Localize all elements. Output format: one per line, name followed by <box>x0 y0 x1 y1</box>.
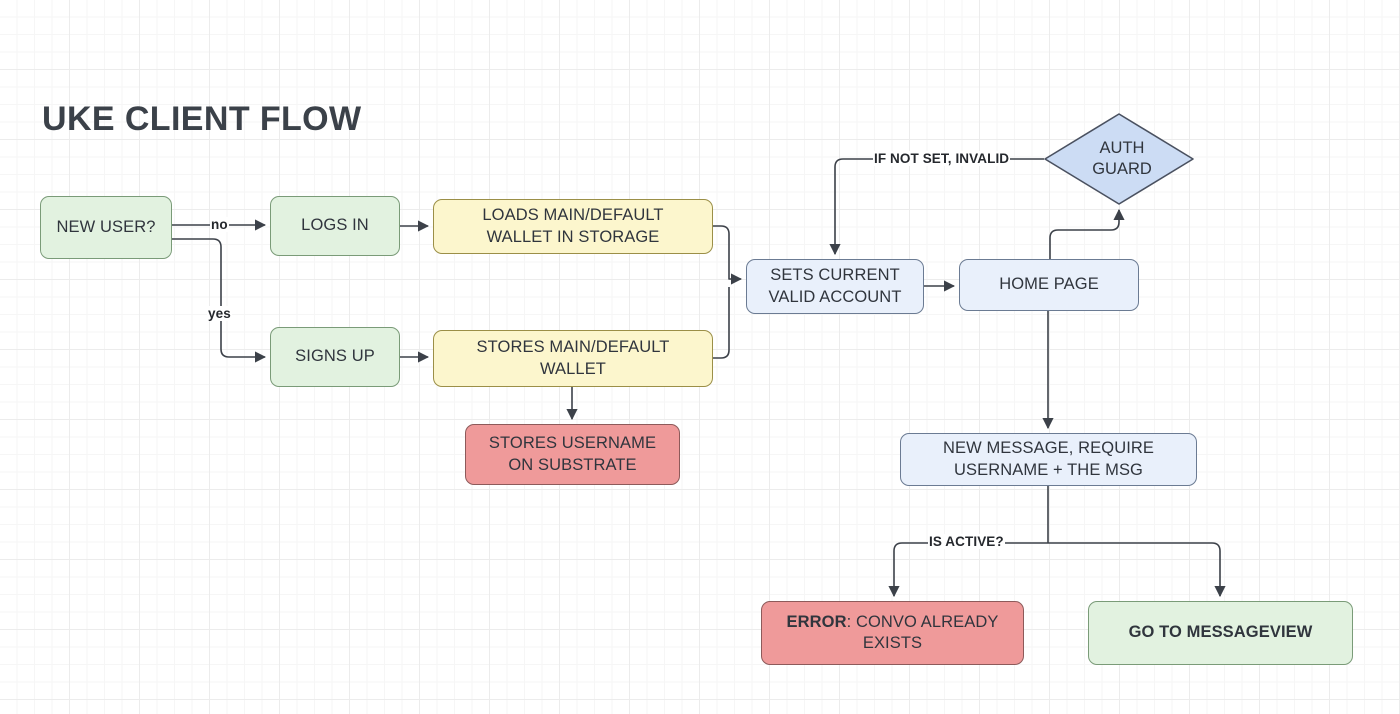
node-stores-username-line1: STORES USERNAME <box>488 434 657 453</box>
edge-label-if-not-set-invalid: IF NOT SET, INVALID <box>873 151 1011 166</box>
node-logs-in-label: LOGS IN <box>301 216 369 235</box>
node-auth-guard[interactable]: AUTH GUARD <box>1044 113 1194 205</box>
node-auth-guard-line1: AUTH <box>1099 138 1145 157</box>
diamond-shape-icon <box>1044 113 1194 205</box>
edge-loads-wallet-to-sets-account <box>713 225 743 285</box>
node-new-message-line2: USERNAME + THE MSG <box>954 460 1143 479</box>
edge-new-message-to-messageview <box>1048 542 1226 598</box>
node-signs-up-label: SIGNS UP <box>295 347 375 366</box>
edge-new-user-to-signs-up <box>172 238 267 363</box>
node-auth-guard-label: AUTH GUARD <box>1044 113 1194 205</box>
node-new-user[interactable]: NEW USER? <box>40 196 172 259</box>
node-sets-account-label: SETS CURRENT VALID ACCOUNT <box>755 265 915 307</box>
page-title: UKE CLIENT FLOW <box>42 100 362 138</box>
edge-label-no: no <box>210 217 229 232</box>
node-stores-wallet[interactable]: STORES MAIN/DEFAULT WALLET <box>433 330 713 387</box>
edge-label-is-active: IS ACTIVE? <box>928 534 1005 549</box>
edge-home-page-to-auth-guard <box>1049 208 1125 259</box>
node-error-rest: : CONVO ALREADY <box>846 612 999 631</box>
node-loads-wallet-line2: WALLET IN STORAGE <box>486 227 660 246</box>
edge-label-yes: yes <box>207 306 232 321</box>
node-stores-wallet-line2: WALLET <box>539 359 606 378</box>
node-error-strong: ERROR <box>786 612 847 631</box>
node-go-messageview-label: GO TO MESSAGEVIEW <box>1128 623 1313 642</box>
node-stores-wallet-line1: STORES MAIN/DEFAULT <box>476 338 670 357</box>
node-error-convo[interactable]: ERROR: CONVO ALREADY EXISTS <box>761 601 1024 665</box>
node-home-page-label: HOME PAGE <box>999 275 1099 294</box>
node-stores-wallet-label: STORES MAIN/DEFAULT WALLET <box>442 337 704 379</box>
node-stores-username[interactable]: STORES USERNAME ON SUBSTRATE <box>465 424 680 485</box>
edge-auth-guard-to-sets-account <box>829 158 1044 256</box>
node-new-message[interactable]: NEW MESSAGE, REQUIRE USERNAME + THE MSG <box>900 433 1197 486</box>
node-loads-wallet[interactable]: LOADS MAIN/DEFAULT WALLET IN STORAGE <box>433 199 713 254</box>
node-loads-wallet-line1: LOADS MAIN/DEFAULT <box>482 206 664 225</box>
node-new-user-label: NEW USER? <box>56 217 156 236</box>
node-sets-account-line1: SETS CURRENT <box>770 266 900 285</box>
node-loads-wallet-label: LOADS MAIN/DEFAULT WALLET IN STORAGE <box>442 205 704 247</box>
node-auth-guard-line2: GUARD <box>1092 160 1152 178</box>
edge-new-message-to-error <box>888 542 1048 598</box>
node-logs-in[interactable]: LOGS IN <box>270 196 400 256</box>
node-sets-account[interactable]: SETS CURRENT VALID ACCOUNT <box>746 259 924 314</box>
node-go-messageview[interactable]: GO TO MESSAGEVIEW <box>1088 601 1353 665</box>
node-new-message-label: NEW MESSAGE, REQUIRE USERNAME + THE MSG <box>909 438 1188 480</box>
node-error-convo-label: ERROR: CONVO ALREADY EXISTS <box>770 612 1015 654</box>
node-sets-account-line2: VALID ACCOUNT <box>768 287 902 306</box>
edge-stores-wallet-to-sets-account <box>713 287 730 359</box>
node-stores-username-label: STORES USERNAME ON SUBSTRATE <box>474 433 671 475</box>
node-error-line2: EXISTS <box>862 634 923 652</box>
node-signs-up[interactable]: SIGNS UP <box>270 327 400 387</box>
node-home-page[interactable]: HOME PAGE <box>959 259 1139 311</box>
node-new-message-line1: NEW MESSAGE, REQUIRE <box>942 439 1155 458</box>
node-stores-username-line2: ON SUBSTRATE <box>508 455 637 474</box>
